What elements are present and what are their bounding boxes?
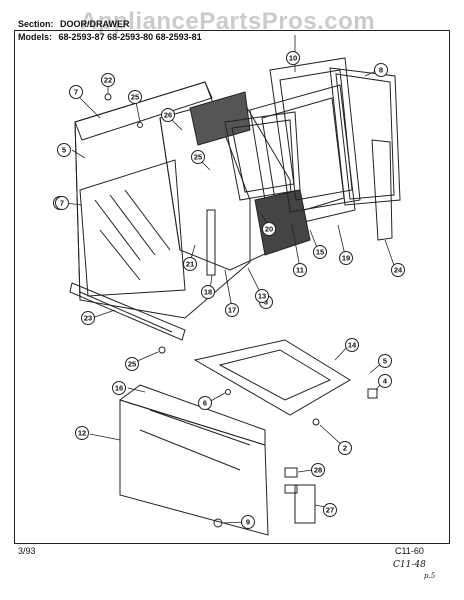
callout-circle xyxy=(262,222,276,236)
handwritten-note: p.5 xyxy=(424,572,436,580)
callout-circle xyxy=(286,51,300,65)
handwritten-code: C11-48 xyxy=(393,560,426,570)
callout-circle xyxy=(323,503,337,517)
callout-number: 25 xyxy=(194,153,202,162)
callout-circle xyxy=(391,263,405,277)
door-back-panel xyxy=(269,57,361,213)
drawer-roller xyxy=(284,467,298,478)
clip-4 xyxy=(367,388,378,399)
callout-circle xyxy=(339,251,353,265)
callout-number: 25 xyxy=(131,93,139,102)
diagram-frame xyxy=(14,30,450,544)
callout-number: 7 xyxy=(74,88,78,97)
callout-number: 3 xyxy=(264,298,268,307)
callout-number: 26 xyxy=(164,111,172,120)
callout-number: 15 xyxy=(316,248,324,257)
section-label: Section: xyxy=(18,19,54,29)
callout-number: 22 xyxy=(104,76,112,85)
callout-circle xyxy=(293,263,307,277)
callout-number: 19 xyxy=(342,254,350,263)
drawer-rail xyxy=(294,484,316,524)
callout-circle xyxy=(101,73,115,87)
callout-circle xyxy=(338,441,352,455)
footer-date: 3/93 xyxy=(18,546,36,556)
screw-9 xyxy=(213,518,223,528)
callout-number: 8 xyxy=(379,66,383,75)
bottom-trim-rail xyxy=(69,282,186,341)
callout-circle xyxy=(125,357,139,371)
callout-circle xyxy=(313,245,327,259)
callout-circle xyxy=(378,354,392,368)
screw-25b xyxy=(158,346,166,354)
callout-number: 2 xyxy=(343,444,347,453)
callout-circle xyxy=(241,515,255,529)
screw-22 xyxy=(104,93,112,101)
callout-circle xyxy=(69,85,83,99)
callout-circle xyxy=(378,374,392,388)
callout-number: 7 xyxy=(60,199,64,208)
callout-circle xyxy=(81,311,95,325)
models-line: Models: 68-2593-87 68-2593-80 68-2593-81 xyxy=(18,32,202,42)
callout-circle xyxy=(345,338,359,352)
callout-circle xyxy=(255,289,269,303)
callout-number: 20 xyxy=(265,225,273,234)
callout-number: 25 xyxy=(128,360,136,369)
callout-number: 27 xyxy=(326,506,334,515)
screw-25a xyxy=(137,122,143,128)
callout-number: 11 xyxy=(296,266,304,275)
screw-6 xyxy=(225,389,231,395)
section-value: DOOR/DRAWER xyxy=(60,19,130,29)
callout-circle xyxy=(57,143,71,157)
callout-number: 28 xyxy=(314,466,322,475)
callout-number: 18 xyxy=(204,288,212,297)
callout-circle xyxy=(128,90,142,104)
screw-2 xyxy=(312,418,320,426)
callout-circle xyxy=(112,381,126,395)
footer-page-code: C11-60 xyxy=(395,546,424,556)
callout-circle xyxy=(201,285,215,299)
glass-window xyxy=(79,159,186,297)
callout-number: 4 xyxy=(383,377,388,386)
callout-number: 5 xyxy=(62,146,66,155)
callout-number: 12 xyxy=(78,429,86,438)
models-label: Models: xyxy=(18,32,53,42)
callout-number: 16 xyxy=(115,384,123,393)
side-strip xyxy=(371,139,393,241)
callout-circle xyxy=(191,150,205,164)
callout-number: 24 xyxy=(394,266,403,275)
callout-number: 21 xyxy=(186,260,194,269)
callout-circle xyxy=(225,303,239,317)
callout-group: 1234556778910111213141516171819202122232… xyxy=(53,51,405,529)
callout-number: 17 xyxy=(228,306,236,315)
callout-circle xyxy=(183,257,197,271)
callout-circle xyxy=(198,396,212,410)
door-gasket xyxy=(329,67,401,206)
hinge-strip xyxy=(206,209,216,276)
callout-number: 9 xyxy=(246,518,250,527)
callout-circle xyxy=(55,196,69,210)
callout-number: 13 xyxy=(258,292,266,301)
callout-circle xyxy=(374,63,388,77)
top-trim xyxy=(74,81,213,141)
inner-door-liner xyxy=(159,91,296,271)
callout-number: 6 xyxy=(203,399,207,408)
callout-number: 5 xyxy=(383,357,387,366)
drawer-frame xyxy=(193,339,351,416)
drawer-roller-lower xyxy=(284,484,298,494)
callout-circle xyxy=(311,463,325,477)
models-value: 68-2593-87 68-2593-80 68-2593-81 xyxy=(58,32,202,42)
section-line: Section: DOOR/DRAWER xyxy=(18,19,130,29)
callout-number: 14 xyxy=(348,341,357,350)
callout-number: 10 xyxy=(289,54,297,63)
drawer-front xyxy=(118,384,269,536)
callout-circle xyxy=(161,108,175,122)
callout-number: 23 xyxy=(84,314,92,323)
callout-circle xyxy=(75,426,89,440)
